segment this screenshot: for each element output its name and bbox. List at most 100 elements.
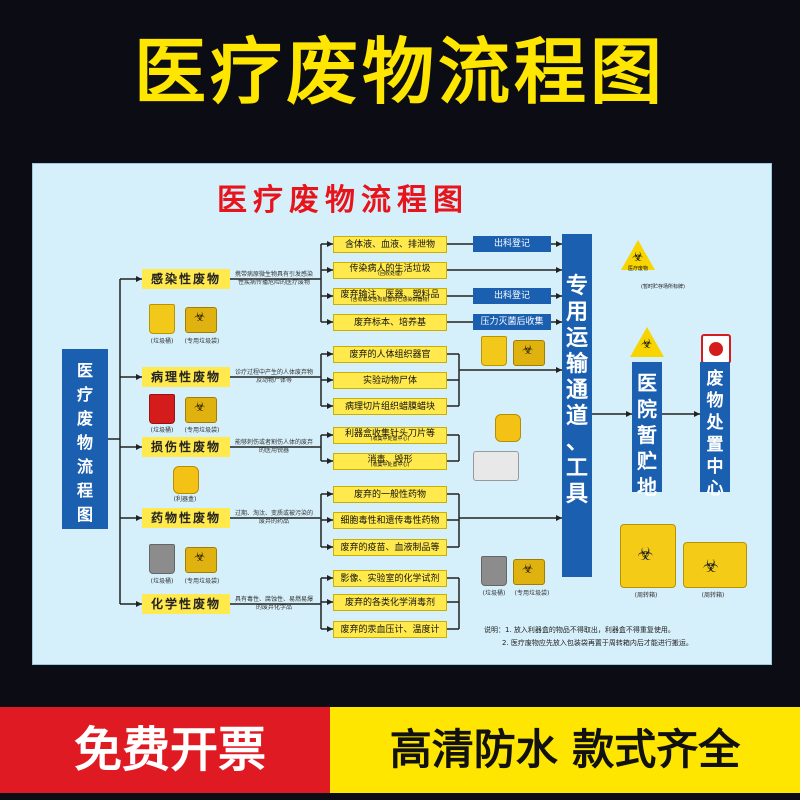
category-desc: 诊疗过程中产生的人体废弃物及动物尸体等 (234, 369, 313, 384)
waste-bag-icon (185, 397, 217, 423)
waste-bag-icon (185, 307, 217, 333)
channel-char: 、 (565, 430, 588, 455)
channel-char: 输 (565, 352, 588, 377)
banner-title: 医疗废物流程图 (133, 30, 666, 114)
caption: (专用垃圾袋) (184, 578, 220, 585)
item: 实验动物尸体 (333, 372, 447, 389)
main-char: 废 (76, 409, 93, 428)
caption: (利器盒) (173, 496, 197, 503)
hospital-char: 医 (637, 371, 657, 395)
item: 废弃的人体组织器官 (333, 346, 447, 363)
main-char: 医 (76, 361, 93, 380)
destroyer-machine-icon (473, 451, 519, 481)
biohazard-sign-icon (621, 240, 655, 270)
item: 影像、实验室的化学试剂 (333, 570, 447, 587)
main-char: 图 (76, 505, 93, 524)
sharps-box-icon (173, 466, 199, 494)
trash-bin-icon (149, 394, 175, 424)
waste-bag-icon (185, 547, 217, 573)
caption: (周转箱) (634, 592, 658, 599)
disposal-center-box: 废 物 处 置 中 心 (700, 362, 730, 499)
category-desc: 过期、淘汰、变质或被污染的废弃的药品 (234, 510, 313, 525)
item: 传染病人的生活垃圾 (回收处理) (333, 262, 447, 279)
item: 废弃的疫苗、血液制品等 (333, 539, 447, 556)
channel-char: 专 (565, 274, 588, 299)
flow-connectors (108, 241, 700, 632)
biohazard-sign-icon (630, 327, 664, 357)
caption: (周转箱) (701, 592, 725, 599)
category-desc: 携带病原微生物具有引发感染性疾病传播危险的医疗废物 (234, 271, 313, 286)
free-invoice-panel (0, 707, 330, 793)
poster-title: 医疗废物流程图 (217, 183, 469, 218)
poster-board: 医疗废物流程图 (32, 163, 772, 665)
item-sub: (收集中处置中心) (370, 436, 410, 442)
category-desc: 具有毒性、腐蚀性、易燃易爆的废弃化学品 (234, 596, 313, 611)
free-invoice-text: 免费开票 (73, 722, 266, 778)
main-char: 物 (76, 433, 93, 452)
caption: (专用垃圾袋) (184, 338, 220, 345)
main-char: 流 (76, 457, 93, 476)
channel-char: 运 (565, 326, 588, 351)
center-char: 处 (706, 413, 724, 433)
item-label: 消毒、毁形 (367, 455, 413, 465)
item: 病理切片组织蜡膜蜡块 (333, 398, 447, 415)
hospital-char: 地 (637, 475, 657, 499)
item: 废弃的各类化学消毒剂 (333, 594, 447, 611)
center-char: 物 (706, 391, 724, 411)
waste-bag-icon (513, 559, 545, 585)
caption: (垃圾桶) (150, 578, 174, 585)
item: 细胞毒性和遗传毒性药物 (333, 512, 447, 529)
center-char: 心 (706, 479, 724, 499)
trash-bin-icon (481, 336, 507, 366)
center-char: 置 (706, 435, 724, 455)
hospital-char: 贮 (637, 449, 657, 473)
disposal-sign-dot (709, 342, 723, 356)
caption: (垃圾桶) (482, 590, 506, 597)
main-char: 程 (76, 481, 93, 500)
item-sub: (含有或未含有处置时已感染的器物) (350, 297, 430, 303)
center-char: 废 (706, 369, 724, 389)
trash-bin-icon (149, 304, 175, 334)
note-1: 说明：1. 放入利器盒的物品不得取出，利器盒不得重复使用。 (484, 626, 675, 634)
item: 含体液、血液、排泄物 (333, 236, 447, 253)
channel-char: 通 (565, 378, 588, 403)
register-label: 出科登记 (473, 288, 551, 304)
trash-bin-icon (481, 556, 507, 586)
notes: 说明：1. 放入利器盒的物品不得取出，利器盒不得重复使用。 2. 医疗废物应先放… (484, 624, 764, 650)
features-panel (330, 707, 800, 793)
top-banner (0, 0, 800, 140)
sign-caption: (暂时贮存场所标牌) (641, 284, 685, 290)
item: 消毒、毁形 (收集中处置中心) (333, 453, 447, 470)
category-chemical: 化学性废物 (142, 594, 230, 614)
category-injurious: 损伤性废物 (142, 437, 230, 457)
category-pathological: 病理性废物 (142, 367, 230, 387)
item: 废弃的汞血压计、温度计 (333, 621, 447, 638)
register-label: 出科登记 (473, 236, 551, 252)
center-char: 中 (706, 457, 724, 477)
item-label: 利器盒收集针头刀片等 (344, 429, 435, 439)
caption: (专用垃圾袋) (514, 590, 550, 597)
biohazard-icon: ☣ (632, 250, 644, 265)
main-title-box: 医 疗 废 物 流 程 图 (62, 349, 108, 529)
category-infectious: 感染性废物 (142, 269, 230, 289)
item-sub: (收集中处置中心) (370, 462, 410, 468)
caption: (垃圾桶) (150, 427, 174, 434)
biohazard-icon: ☣ (641, 337, 653, 352)
trash-bin-icon (149, 544, 175, 574)
sign-small-label: 医疗废物 (627, 266, 648, 272)
channel-char: 道 (565, 404, 588, 429)
transport-channel-box: 专 用 运 输 通 道 、 工 具 (562, 234, 592, 577)
hospital-char: 暂 (637, 423, 657, 447)
features-text: 高清防水 款式齐全 (389, 725, 741, 774)
hospital-char: 院 (637, 397, 657, 421)
category-desc: 能够刺伤或者割伤人体的废弃的医用锐器 (234, 439, 313, 454)
disposal-sign-icon (701, 334, 731, 364)
channel-char: 用 (565, 300, 588, 325)
turnover-bin-icon (620, 524, 676, 588)
item: 废弃标本、培养基 (333, 314, 447, 331)
caption: (垃圾桶) (150, 338, 174, 345)
caption: (专用垃圾袋) (184, 427, 220, 434)
turnover-box-icon (683, 542, 747, 588)
hospital-storage-box: 医 院 暂 贮 地 (632, 362, 662, 499)
waste-bag-icon (513, 340, 545, 366)
